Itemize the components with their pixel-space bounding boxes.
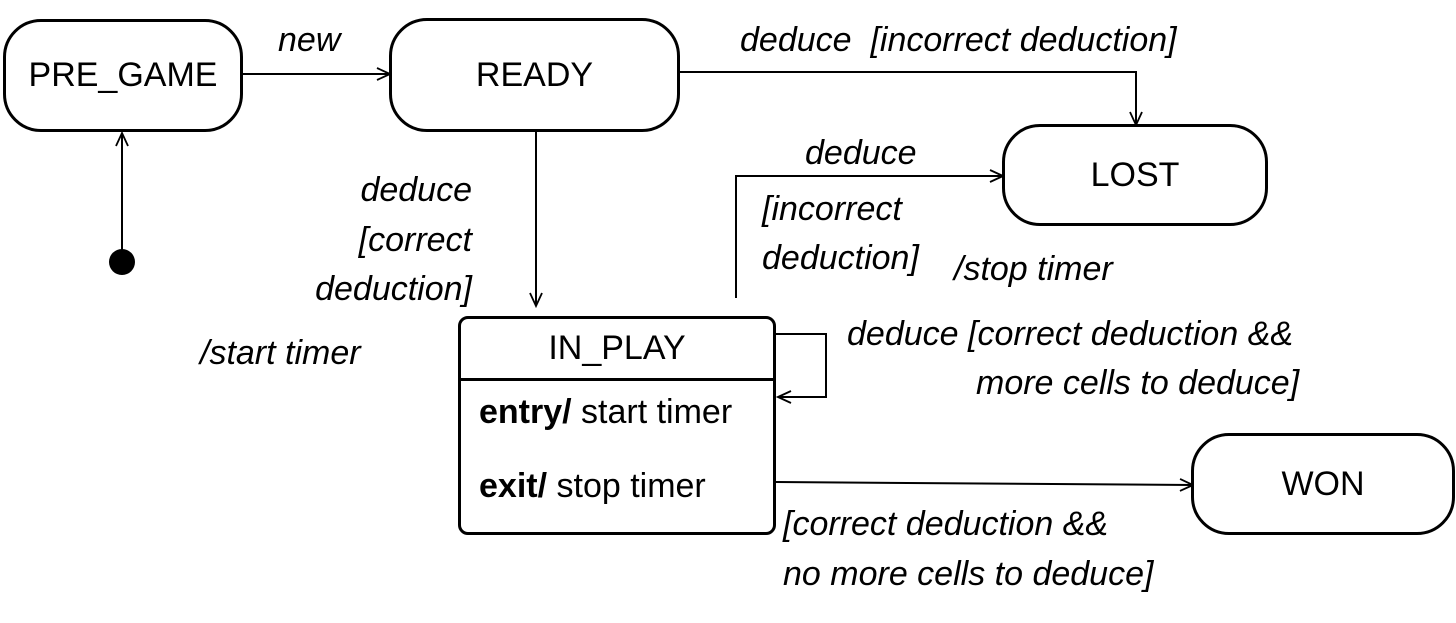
label-inplay-to-won-line2: no more cells to deduce] [783, 555, 1154, 593]
state-lost: LOST [1002, 124, 1268, 226]
label-self-loop-line1: deduce [correct deduction && [847, 315, 1294, 353]
state-ready: READY [389, 18, 680, 132]
label-ready-to-inplay-action: /start timer [200, 334, 361, 372]
self-loop-arrow [776, 333, 827, 397]
exit-action-text: stop timer [547, 467, 706, 505]
inplay-to-lost-arrow [735, 176, 1003, 298]
entry-action-text: start timer [571, 393, 733, 431]
label-inplay-to-lost-guard2: deduction] [762, 239, 919, 277]
exit-action: exit/ stop timer [479, 467, 706, 506]
label-self-loop-line2: more cells to deduce] [976, 364, 1300, 402]
entry-keyword: entry/ [479, 393, 572, 431]
entry-action: entry/ start timer [479, 393, 732, 432]
state-lost-label: LOST [1090, 155, 1180, 194]
exit-keyword: exit/ [479, 467, 548, 505]
inplay-to-won-arrow [775, 482, 1193, 485]
state-in-play-title: IN_PLAY [461, 319, 773, 381]
label-inplay-to-lost-action: /stop timer [954, 250, 1113, 288]
initial-state-dot [109, 249, 135, 275]
state-won-label: WON [1281, 464, 1365, 503]
label-ready-to-lost: deduce [incorrect deduction] [740, 21, 1177, 59]
state-in-play: IN_PLAY entry/ start timer exit/ stop ti… [458, 316, 776, 535]
label-new: new [278, 21, 341, 59]
state-pre-game: PRE_GAME [3, 19, 243, 132]
label-ready-to-inplay-event: deduce [360, 171, 472, 209]
label-ready-to-inplay-guard2: deduction] [315, 270, 472, 308]
state-pre-game-label: PRE_GAME [28, 56, 218, 94]
label-ready-to-inplay-guard1: [correct [358, 221, 472, 259]
ready-to-lost-arrow [679, 71, 1136, 125]
label-inplay-to-lost-event: deduce [805, 134, 917, 172]
label-inplay-to-lost-guard1: [incorrect [762, 190, 902, 228]
state-ready-label: READY [475, 55, 594, 94]
label-inplay-to-won-line1: [correct deduction && [783, 505, 1109, 543]
state-won: WON [1191, 433, 1455, 535]
